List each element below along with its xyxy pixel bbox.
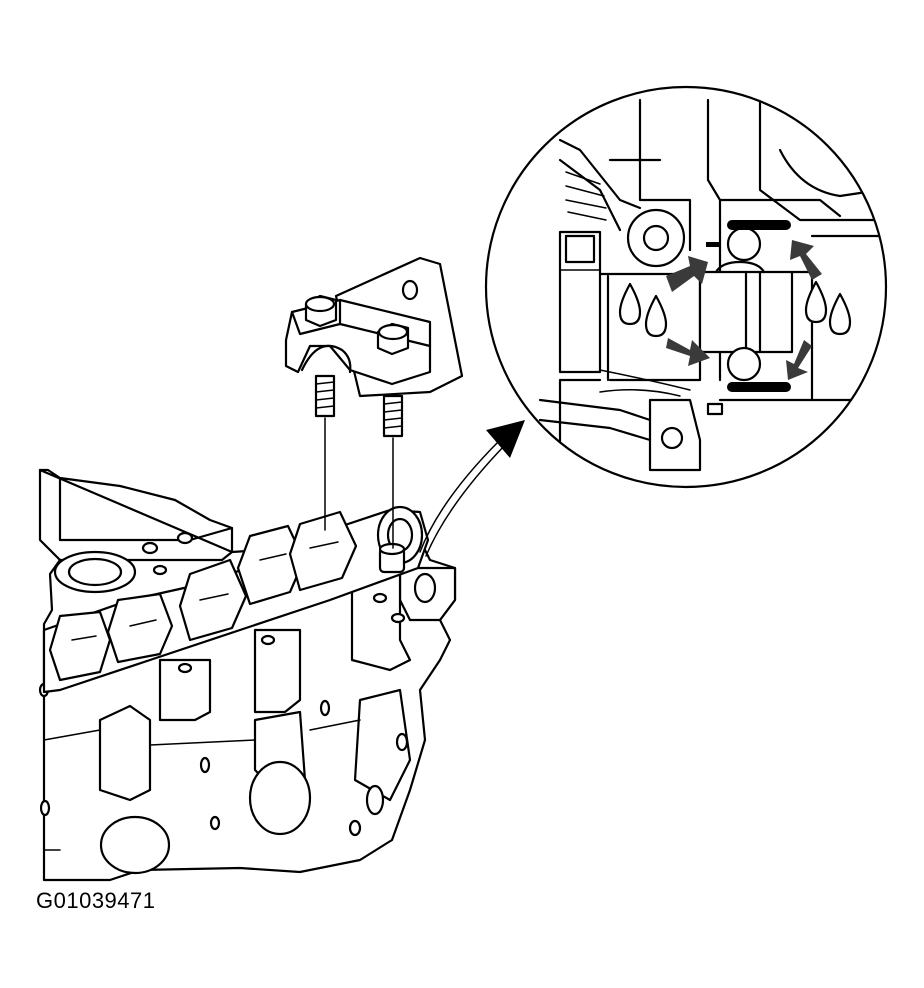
arrow-icon: [666, 338, 710, 366]
oil-drop-icon: [804, 280, 828, 324]
arrow-icon: [666, 256, 708, 292]
sealant-bead-top: [727, 220, 791, 230]
oil-drop-icon: [828, 292, 852, 336]
oil-drop-icon: [644, 294, 668, 338]
sealant-bead-bottom: [727, 382, 791, 392]
camshaft-bearing-cap: [284, 256, 464, 398]
oil-drop-icons: [618, 280, 852, 338]
camshaft: [42, 505, 430, 694]
oil-drop-icon: [618, 282, 642, 326]
figure-id: G01039471: [36, 888, 156, 913]
detail-magnifier: [484, 85, 888, 489]
callout-arrow: [419, 420, 525, 557]
arrow-icon: [786, 340, 812, 380]
dowel-pin: [378, 542, 406, 574]
arrow-icon: [790, 240, 822, 280]
sealant-arrows: [666, 240, 822, 380]
cap-bolts: [314, 374, 404, 549]
